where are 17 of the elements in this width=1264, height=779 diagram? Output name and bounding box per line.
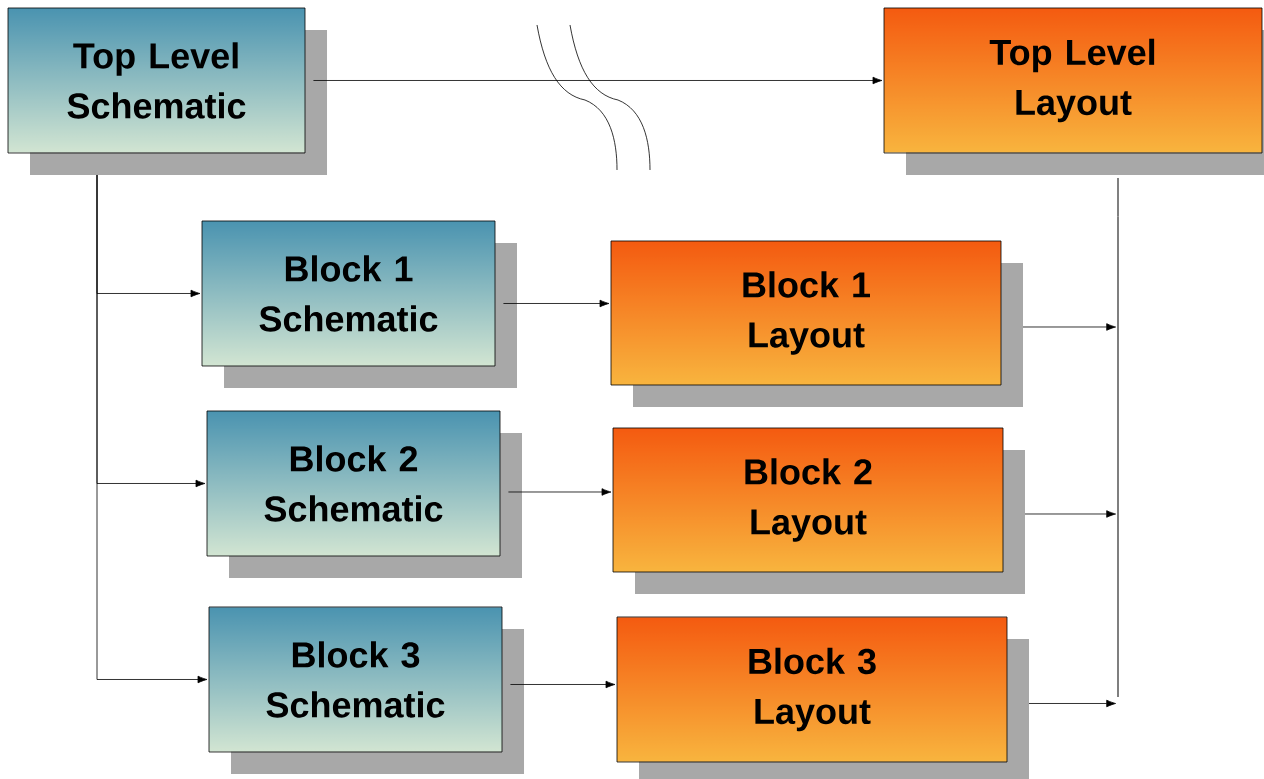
arrow bbox=[503, 299, 610, 308]
arrow bbox=[313, 76, 883, 85]
arrow bbox=[510, 680, 616, 689]
layout-box: Block 2 Layout bbox=[612, 427, 1025, 594]
layout-box: Block 3 Layout bbox=[616, 616, 1029, 779]
line bbox=[1117, 177, 1119, 218]
arrow bbox=[96, 174, 208, 684]
schematic-box: Block 1 Schematic bbox=[201, 220, 517, 388]
schematic-box: Top Level Schematic bbox=[7, 7, 327, 175]
layout-box: Block 1 Layout bbox=[610, 240, 1023, 407]
layout-box: Top Level Layout bbox=[883, 7, 1264, 175]
schematic-box: Block 3 Schematic bbox=[208, 606, 524, 774]
arrow bbox=[1028, 699, 1116, 708]
arrow bbox=[1024, 510, 1116, 518]
arrow bbox=[508, 488, 612, 496]
arrow bbox=[1022, 323, 1116, 331]
schematic-box: Block 2 Schematic bbox=[206, 410, 522, 578]
